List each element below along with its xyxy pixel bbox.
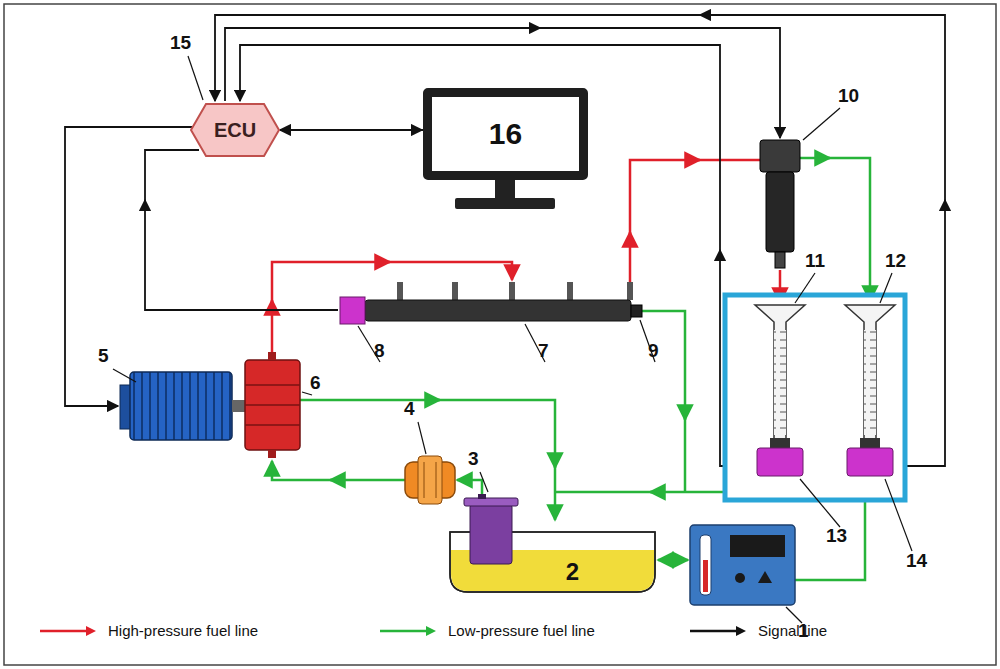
pump-inlet [268, 450, 276, 458]
callout-number: 8 [374, 340, 385, 361]
measuring-cylinder [845, 305, 895, 476]
callout-number: 6 [310, 372, 321, 393]
pressure-valve [631, 305, 642, 317]
temperature-controller [690, 525, 795, 605]
callout-number: 15 [170, 32, 191, 53]
pump-bands [245, 385, 300, 425]
measuring-cylinder [755, 305, 805, 476]
ecu-label: ECU [214, 119, 256, 142]
legend-line-sample [380, 624, 440, 638]
callout-number: 11 [805, 250, 825, 271]
monitor-base [455, 198, 555, 209]
monitor-screen: 16 [423, 88, 588, 180]
legend-entry: Signal line [690, 622, 827, 639]
tank-outline [450, 522, 655, 592]
motor-shaft [232, 400, 245, 412]
callout-number: 13 [826, 525, 847, 546]
legend-line-sample [40, 624, 100, 638]
low-pressure-lines [272, 158, 870, 580]
pump-outlet [268, 352, 276, 360]
legend-text: Low-pressure fuel line [448, 622, 595, 639]
legend-text: Signal line [758, 622, 827, 639]
injector [760, 140, 800, 268]
feed-pump [464, 494, 518, 564]
callout-number: 10 [838, 85, 859, 106]
measuring-box [725, 295, 905, 500]
leader-lines [113, 56, 912, 623]
frame [4, 4, 996, 665]
callout-number: 4 [404, 398, 415, 419]
callout-number: 9 [648, 340, 659, 361]
legend-entry: Low-pressure fuel line [380, 622, 595, 639]
fuel-filter [405, 456, 455, 504]
callout-number: 12 [885, 250, 906, 271]
fuel-tank: 2 [450, 522, 655, 592]
pressure-sensor [340, 297, 365, 324]
callout-number: 3 [468, 448, 479, 469]
common-rail [365, 300, 631, 321]
high-pressure-pump [245, 360, 300, 450]
legend-text: High-pressure fuel line [108, 622, 258, 639]
rail-outlets [397, 282, 633, 300]
legend-line-sample [690, 624, 750, 638]
high-pressure-lines [272, 160, 780, 352]
callout-number: 14 [906, 550, 927, 571]
monitor-stand [495, 180, 515, 198]
callout-number: 2 [566, 558, 579, 586]
callout-number: 7 [538, 340, 549, 361]
legend-entry: High-pressure fuel line [40, 622, 258, 639]
callout-number: 16 [489, 117, 522, 151]
callout-number: 5 [98, 345, 109, 366]
ecu-hexagon: ECU [190, 103, 280, 157]
electric-motor [130, 372, 232, 440]
